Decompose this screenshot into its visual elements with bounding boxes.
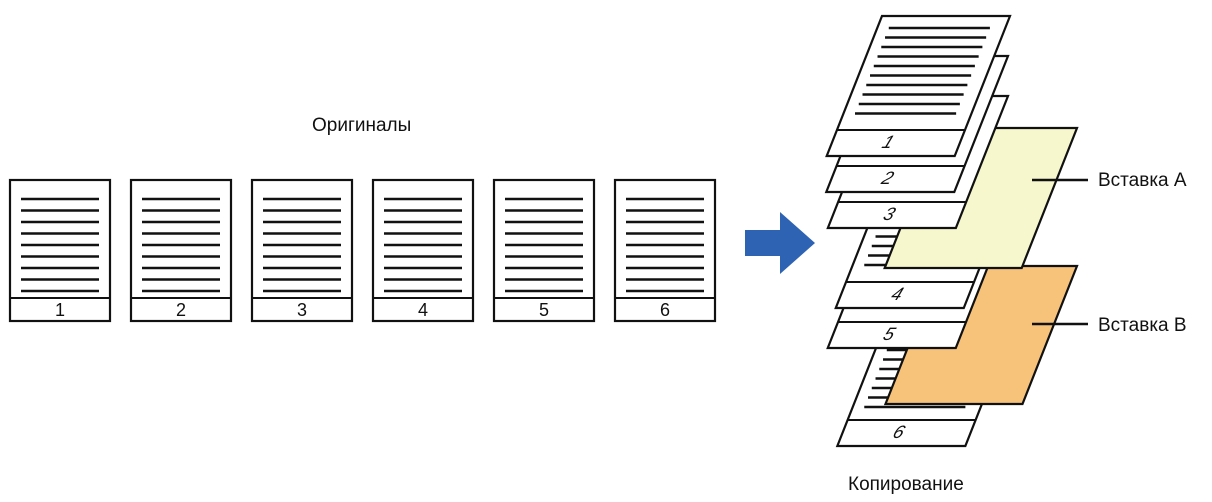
insert-a-label: Вставка A bbox=[1098, 170, 1187, 191]
original-page-number: 4 bbox=[418, 300, 428, 320]
original-page: 2 bbox=[129, 178, 233, 323]
original-page: 5 bbox=[492, 178, 596, 323]
original-page-number: 3 bbox=[297, 300, 307, 320]
originals-title: Оригиналы bbox=[312, 115, 412, 136]
original-page: 3 bbox=[250, 178, 354, 323]
original-page: 1 bbox=[8, 178, 112, 323]
original-page-number: 1 bbox=[55, 300, 65, 320]
insert-callouts bbox=[1032, 178, 1088, 326]
output-page: 1 bbox=[825, 14, 1012, 158]
originals-row: 1 2 3 4 5 6 bbox=[8, 178, 717, 323]
original-page: 6 bbox=[613, 178, 717, 323]
insert-b-label: Вставка B bbox=[1098, 315, 1187, 336]
flow-arrow-icon bbox=[745, 212, 815, 274]
original-page: 4 bbox=[371, 178, 475, 323]
output-title: Копирование bbox=[848, 474, 964, 495]
original-page-number: 6 bbox=[660, 300, 670, 320]
original-page-number: 5 bbox=[539, 300, 549, 320]
original-page-number: 2 bbox=[176, 300, 186, 320]
